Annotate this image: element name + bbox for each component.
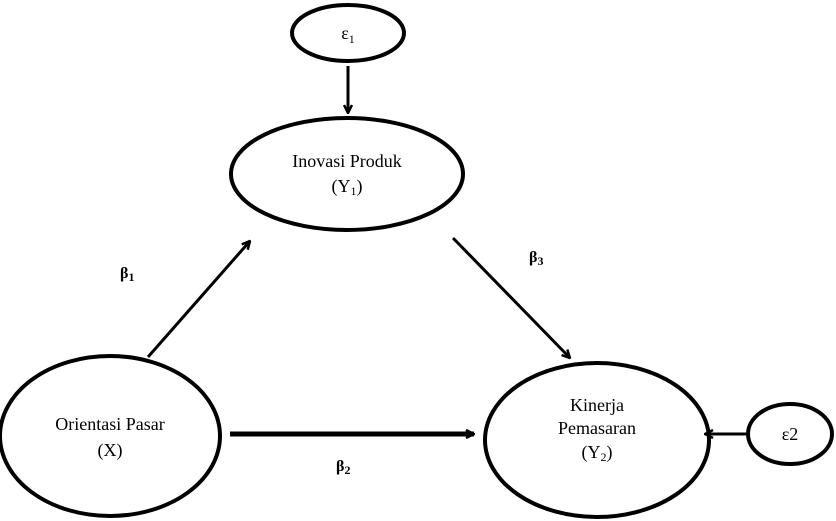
inovasi-produk-label: Inovasi Produk <box>292 151 402 171</box>
beta3-label: β3 <box>529 249 543 268</box>
error-term-e2-label: ε2 <box>782 424 799 444</box>
error-term-e1-node <box>290 3 406 63</box>
orientasi-pasar-label: Orientasi Pasar <box>55 414 164 434</box>
orientasi-pasar-code: (X) <box>98 440 123 461</box>
inovasi-produk-node <box>229 116 465 232</box>
arrow-x-to-y1 <box>146 241 250 358</box>
kinerja-pemasaran-node <box>483 361 711 519</box>
beta1-label: β1 <box>120 265 134 284</box>
kinerja-pemasaran-code: (Y2) <box>582 442 613 464</box>
error-term-e2-node <box>746 402 834 466</box>
beta2-label: β2 <box>336 458 350 477</box>
error-term-e1-label: ε1 <box>341 23 355 46</box>
orientasi-pasar-node <box>0 354 222 518</box>
kinerja-pemasaran-label-line2: Pemasaran <box>558 418 636 438</box>
inovasi-produk-code: (Y1) <box>332 176 363 198</box>
kinerja-pemasaran-label-line1: Kinerja <box>570 395 624 415</box>
arrow-y1-to-y2 <box>451 236 570 358</box>
